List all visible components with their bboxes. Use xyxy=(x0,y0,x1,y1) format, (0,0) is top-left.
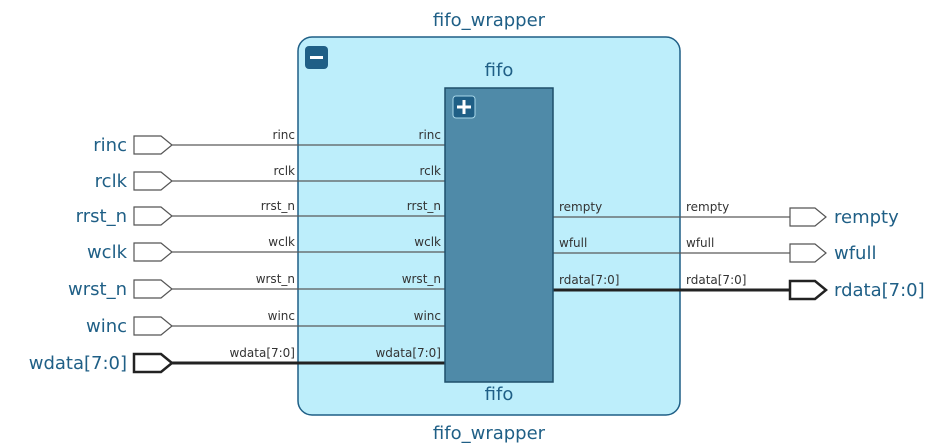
output-pin-shape[interactable] xyxy=(788,279,828,301)
input-port-5[interactable]: winc winc winc xyxy=(86,309,462,337)
input-port-4[interactable]: wrst_n wrst_n wrst_n xyxy=(68,272,462,300)
output-wire-label: rempty xyxy=(686,200,729,214)
input-wire-label: wdata[7:0] xyxy=(229,346,295,360)
input-pin-label: rclk xyxy=(419,164,441,178)
input-port-label: rrst_n xyxy=(76,206,127,227)
wrapper-title-bottom: fifo_wrapper xyxy=(433,423,546,444)
input-pin-shape[interactable] xyxy=(133,242,173,262)
input-port-3[interactable]: wclk wclk wclk xyxy=(87,235,462,263)
input-pin-shape[interactable] xyxy=(133,135,173,155)
input-port-6[interactable]: wdata[7:0] wdata[7:0] wdata[7:0] xyxy=(29,346,462,374)
input-port-label: wclk xyxy=(87,242,128,263)
input-pin-shape[interactable] xyxy=(132,352,174,374)
input-pin-shape[interactable] xyxy=(133,316,173,336)
output-wire-label: wfull xyxy=(686,236,714,250)
input-pin-shape[interactable] xyxy=(133,206,173,226)
input-pin-shape[interactable] xyxy=(133,171,173,191)
input-port-0[interactable]: rinc rinc rinc xyxy=(93,128,462,156)
plus-icon xyxy=(457,100,471,114)
input-wire-label: wclk xyxy=(268,235,295,249)
fifo-block[interactable] xyxy=(444,87,554,383)
block-title-top: fifo xyxy=(485,60,514,81)
input-wire-label: rclk xyxy=(273,164,295,178)
wrapper-title-top: fifo_wrapper xyxy=(433,10,546,31)
minus-icon xyxy=(310,56,323,59)
output-pin-label: wfull xyxy=(559,236,587,250)
input-port-1[interactable]: rclk rclk rclk xyxy=(95,164,462,192)
output-port-1[interactable]: wfull wfull wfull xyxy=(536,236,876,264)
input-port-label: wdata[7:0] xyxy=(29,353,127,374)
output-pin-shape[interactable] xyxy=(789,207,827,227)
input-pin-label: winc xyxy=(414,309,441,323)
input-pin-shape[interactable] xyxy=(133,279,173,299)
output-port-2[interactable]: rdata[7:0] rdata[7:0] rdata[7:0] xyxy=(536,273,925,301)
output-port-label: wfull xyxy=(834,243,876,264)
input-wire-label: rrst_n xyxy=(261,199,295,213)
input-wire-label: winc xyxy=(268,309,295,323)
input-pin-label: wdata[7:0] xyxy=(375,346,441,360)
expand-button[interactable] xyxy=(452,95,476,119)
output-pin-label: rempty xyxy=(559,200,602,214)
output-wire-label: rdata[7:0] xyxy=(686,273,746,287)
output-pin-shape[interactable] xyxy=(789,243,827,263)
input-port-label: winc xyxy=(86,316,127,337)
input-port-label: wrst_n xyxy=(68,279,127,300)
input-port-label: rclk xyxy=(95,171,128,192)
collapse-button[interactable] xyxy=(305,46,328,69)
input-port-2[interactable]: rrst_n rrst_n rrst_n xyxy=(76,199,462,227)
input-wire-label: wrst_n xyxy=(256,272,295,286)
output-port-label: rdata[7:0] xyxy=(834,280,925,301)
output-port-0[interactable]: rempty rempty rempty xyxy=(536,200,899,228)
input-wire-label: rinc xyxy=(273,128,295,142)
input-pin-label: rinc xyxy=(419,128,441,142)
input-pin-label: rrst_n xyxy=(407,199,441,213)
output-port-label: rempty xyxy=(834,207,899,228)
block-title-bottom: fifo xyxy=(485,384,514,405)
output-pin-label: rdata[7:0] xyxy=(559,273,619,287)
input-pin-label: wrst_n xyxy=(402,272,441,286)
input-pin-label: wclk xyxy=(414,235,441,249)
input-port-label: rinc xyxy=(93,135,127,156)
